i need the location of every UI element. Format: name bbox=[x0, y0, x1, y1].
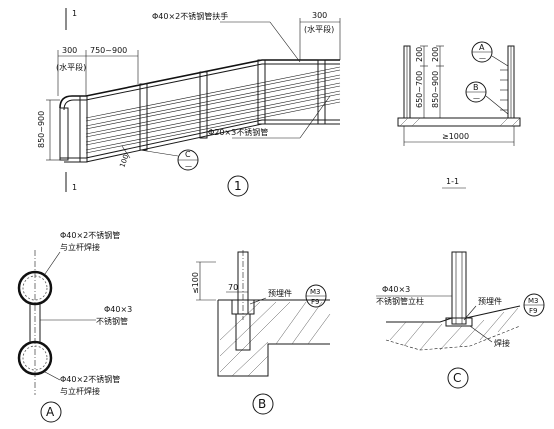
section-1-1: 200 650~700 200 850~900 ≥1000 A — B — 1-… bbox=[397, 41, 521, 189]
callout-b-sub: — bbox=[473, 94, 480, 102]
embed-plate-c bbox=[445, 317, 473, 327]
rails bbox=[85, 66, 341, 154]
dim-b-70: 70 bbox=[228, 283, 238, 292]
embed-anchor bbox=[235, 313, 251, 351]
callout-b: B bbox=[473, 83, 479, 92]
section-base bbox=[397, 117, 521, 127]
note-top-2: 与立杆焊接 bbox=[60, 242, 100, 252]
detail-c-circle bbox=[447, 367, 469, 389]
tag-c-bot: F9 bbox=[529, 307, 537, 315]
detail-1-elevation: 1 1 bbox=[37, 8, 341, 197]
dim-650-700: 650~700 bbox=[415, 71, 424, 108]
detail-b-circle bbox=[252, 393, 274, 415]
rail-label: Φ20×3不锈钢管 bbox=[208, 127, 268, 137]
detail-1-circle bbox=[227, 175, 249, 197]
section-cut-bottom-label: 1 bbox=[72, 183, 77, 192]
detail-a: Φ40×2不锈钢管 与立杆焊接 Φ40×3 不锈钢管 Φ40×2不锈钢管 与立杆… bbox=[17, 230, 132, 423]
note-mid-1: Φ40×3 bbox=[104, 305, 132, 314]
tag-b-bot: F9 bbox=[311, 298, 319, 306]
dim-top-300: 300 bbox=[312, 11, 327, 20]
dim-200: 200 bbox=[415, 47, 424, 62]
handrail-top-inner bbox=[63, 63, 340, 111]
note-top-1: Φ40×2不锈钢管 bbox=[60, 230, 120, 240]
stair-base bbox=[60, 119, 340, 159]
detail-c: Φ40×3 不锈钢管立柱 预埋件 M3 F9 焊接 C bbox=[376, 251, 545, 389]
detail-c-label: C bbox=[453, 371, 461, 385]
dim-height: 850~900 bbox=[37, 111, 46, 148]
callout-a-sub: — bbox=[479, 54, 486, 62]
handrail-label: Φ40×2不锈钢管扶手 bbox=[152, 11, 228, 21]
section-cut-top-label: 1 bbox=[72, 9, 77, 18]
callout-c-sub: — bbox=[185, 162, 192, 170]
detail-b: ≤100 70 预埋件 M3 F9 B bbox=[191, 250, 331, 415]
slab-body bbox=[217, 300, 330, 377]
dim-200b: 200 bbox=[431, 47, 440, 62]
dim-left-300-note: (水平段) bbox=[56, 62, 86, 72]
pipe-c-2: 不锈钢管立柱 bbox=[376, 296, 424, 306]
dim-left-300: 300 bbox=[62, 46, 77, 55]
dim-top-300-note: (水平段) bbox=[304, 24, 334, 34]
dim-850-900: 850~900 bbox=[431, 71, 440, 108]
section-rails bbox=[500, 69, 508, 111]
pipe-c-1: Φ40×3 bbox=[382, 285, 410, 294]
dim-b-100: ≤100 bbox=[191, 272, 200, 294]
callout-c: C bbox=[185, 150, 191, 159]
detail-a-label: A bbox=[46, 405, 55, 419]
tag-b-top: M3 bbox=[310, 288, 321, 296]
callout-a: A bbox=[479, 43, 485, 52]
post-c bbox=[451, 251, 467, 325]
stair-slab-c bbox=[386, 305, 521, 323]
detail-a-circle bbox=[40, 401, 62, 423]
posts bbox=[59, 59, 326, 163]
embed-label-b: 预埋件 bbox=[268, 288, 292, 298]
weld-label: 焊接 bbox=[494, 338, 510, 348]
stair-base-inner bbox=[64, 123, 340, 163]
detail-b-label: B bbox=[258, 397, 266, 411]
note-bot-1: Φ40×2不锈钢管 bbox=[60, 374, 120, 384]
note-bot-2: 与立杆焊接 bbox=[60, 386, 100, 396]
dim-width: ≥1000 bbox=[442, 132, 469, 141]
dim-100: 100 bbox=[118, 153, 130, 168]
dim-750-900: 750~900 bbox=[90, 46, 127, 55]
embed-label-c: 预埋件 bbox=[478, 296, 502, 306]
detail-1-label: 1 bbox=[234, 179, 242, 193]
section-title: 1-1 bbox=[446, 177, 459, 186]
tag-c-top: M3 bbox=[528, 297, 539, 305]
note-mid-2: 不锈钢管 bbox=[96, 316, 128, 326]
